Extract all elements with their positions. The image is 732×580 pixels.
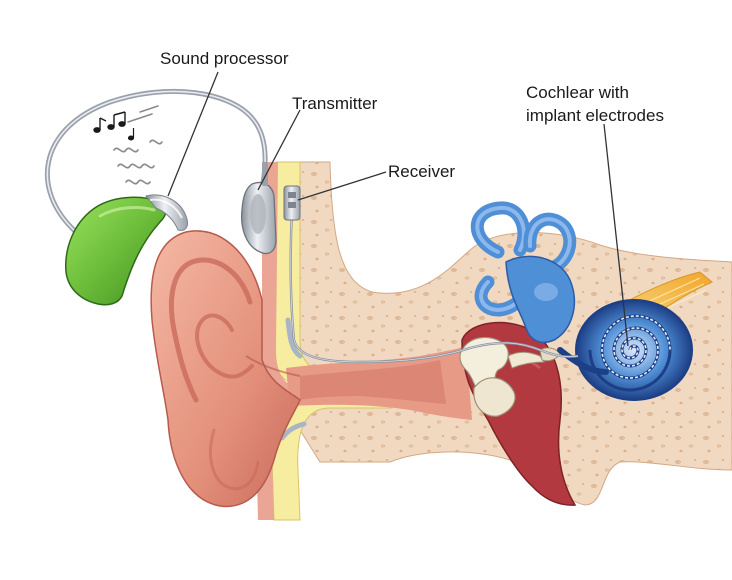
outer-ear <box>150 230 301 508</box>
leader-sound-processor <box>167 71 219 197</box>
leader-cochlear <box>603 123 629 347</box>
music-note-icon <box>93 111 135 141</box>
ear-canal <box>286 346 472 420</box>
label-cochlear-line2: implant electrodes <box>526 106 664 125</box>
receiver-device <box>283 185 301 221</box>
label-transmitter: Transmitter <box>292 94 378 113</box>
sound-wave-icon <box>113 105 163 185</box>
label-cochlear-line1: Cochlear with <box>526 83 629 102</box>
label-sound-processor: Sound processor <box>160 49 289 68</box>
leader-transmitter <box>257 109 301 191</box>
sound-processor-device <box>65 194 189 306</box>
leader-lines <box>167 71 629 347</box>
cochlea <box>557 299 693 401</box>
label-receiver: Receiver <box>388 162 455 181</box>
vestibular-system <box>470 201 577 344</box>
leader-receiver <box>297 171 387 201</box>
